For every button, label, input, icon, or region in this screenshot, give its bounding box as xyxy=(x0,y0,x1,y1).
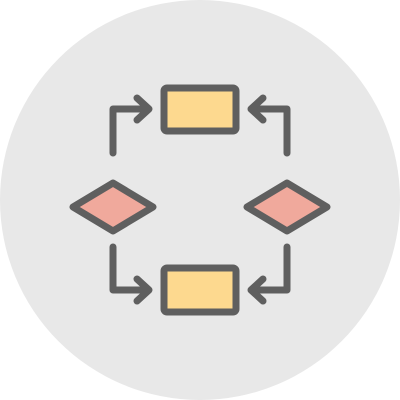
arrow-top-left xyxy=(109,94,153,157)
arrow-bottom-right xyxy=(247,243,291,305)
top-box xyxy=(160,84,240,135)
bottom-box xyxy=(160,264,240,316)
arrow-bottom-left xyxy=(109,243,153,305)
arrow-top-right xyxy=(247,94,291,157)
left-diamond xyxy=(69,179,157,235)
right-diamond xyxy=(243,179,331,235)
